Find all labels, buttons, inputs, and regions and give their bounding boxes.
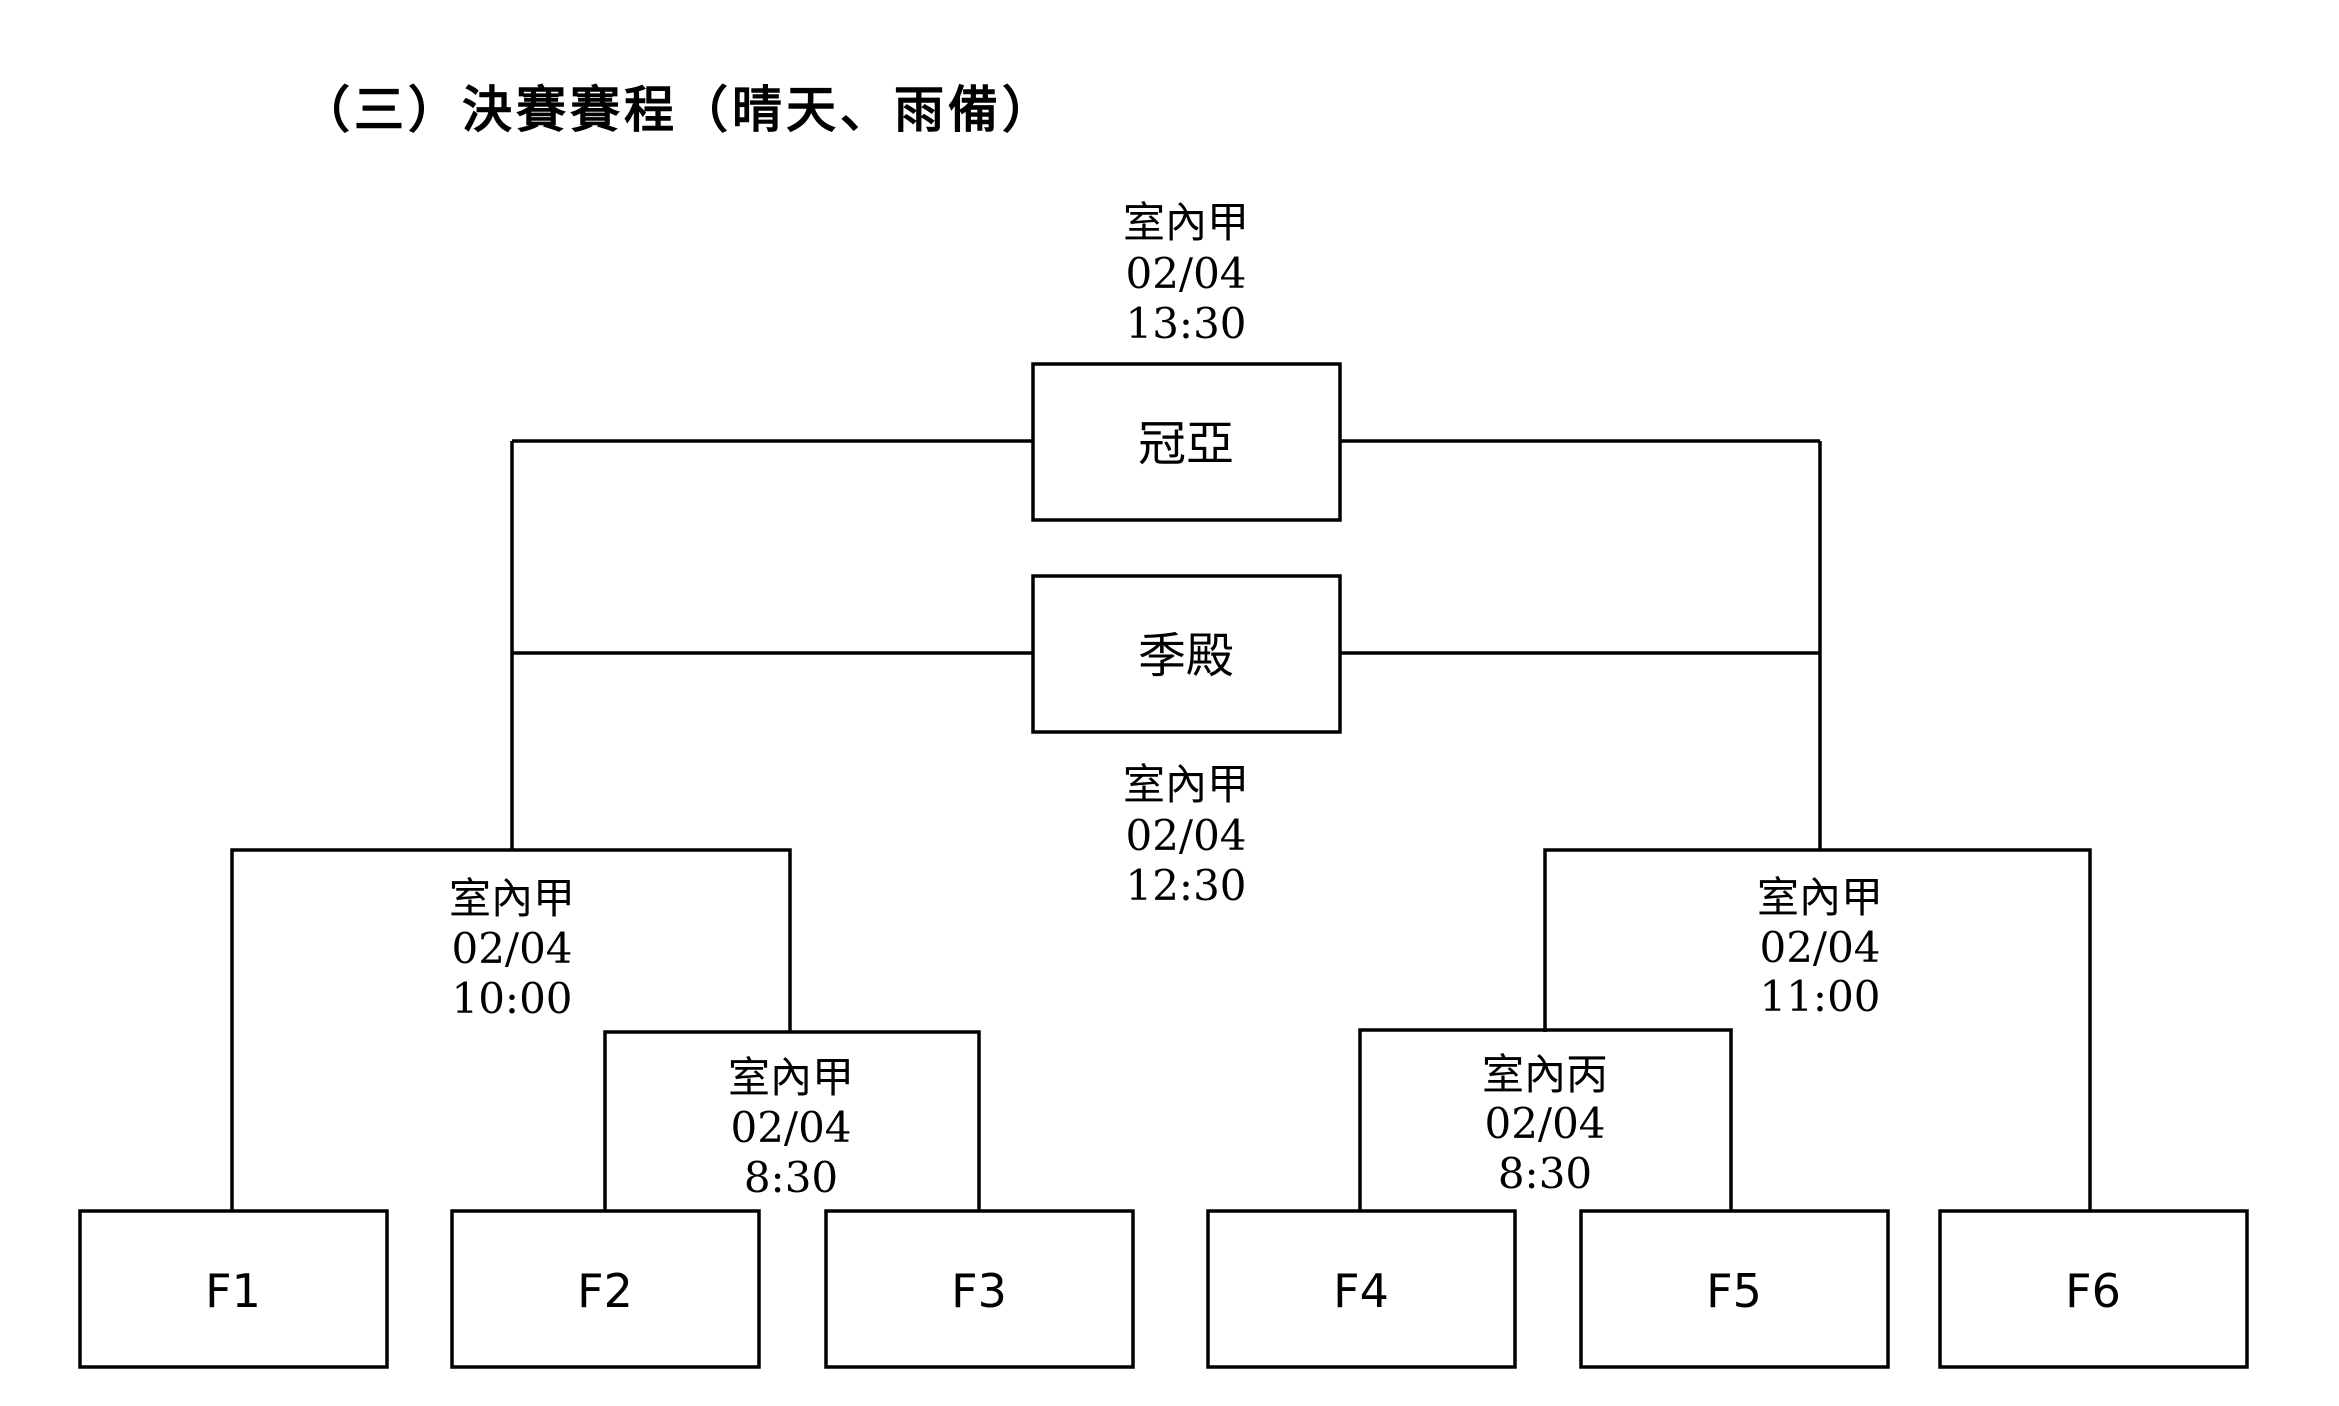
semifinal-left-date: 02/04 bbox=[451, 924, 572, 973]
quarter-right-time: 8:30 bbox=[1498, 1149, 1592, 1198]
team-label-f2: F2 bbox=[577, 1264, 633, 1318]
team-box-f5: F5 bbox=[1579, 1209, 1890, 1369]
left-semifinal-bracket bbox=[230, 848, 792, 1211]
quarter-left-time: 8:30 bbox=[744, 1153, 838, 1202]
third-place-info: 室內甲 02/04 12:30 bbox=[1123, 760, 1249, 910]
quarter-right-date: 02/04 bbox=[1484, 1099, 1605, 1148]
third-place-label: 季殿 bbox=[1138, 628, 1234, 684]
quarter-left-info: 室內甲 02/04 8:30 bbox=[728, 1053, 854, 1202]
third-date: 02/04 bbox=[1125, 811, 1246, 860]
team-label-f6: F6 bbox=[2065, 1264, 2121, 1318]
team-label-f5: F5 bbox=[1706, 1264, 1762, 1318]
quarter-left-date: 02/04 bbox=[730, 1103, 851, 1152]
semifinal-right-date: 02/04 bbox=[1759, 923, 1880, 972]
page-title: （三）決賽賽程（晴天、雨備） bbox=[300, 81, 1056, 139]
team-box-f1: F1 bbox=[78, 1209, 389, 1369]
team-label-f3: F3 bbox=[951, 1264, 1007, 1318]
quarter-right-venue: 室內丙 bbox=[1482, 1050, 1608, 1099]
third-place-box: 季殿 bbox=[1031, 574, 1342, 734]
final-date: 02/04 bbox=[1125, 249, 1246, 298]
final-match-label: 冠亞 bbox=[1138, 416, 1234, 472]
third-venue: 室內甲 bbox=[1123, 760, 1249, 809]
quarter-right-info: 室內丙 02/04 8:30 bbox=[1482, 1050, 1608, 1198]
semifinal-left-venue: 室內甲 bbox=[449, 874, 575, 923]
semifinal-left-time: 10:00 bbox=[451, 974, 572, 1023]
third-time: 12:30 bbox=[1125, 861, 1246, 910]
final-match-box: 冠亞 bbox=[1031, 362, 1342, 522]
final-time: 13:30 bbox=[1125, 299, 1246, 348]
right-quarter-bracket bbox=[1358, 1028, 1733, 1211]
right-semifinal-bracket bbox=[1543, 848, 2092, 1211]
team-box-f6: F6 bbox=[1938, 1209, 2249, 1369]
semifinal-right-venue: 室內甲 bbox=[1757, 873, 1883, 922]
quarter-left-venue: 室內甲 bbox=[728, 1053, 854, 1102]
team-box-f4: F4 bbox=[1206, 1209, 1517, 1369]
bracket-lines bbox=[230, 439, 2092, 1211]
team-box-f2: F2 bbox=[450, 1209, 761, 1369]
team-box-f3: F3 bbox=[824, 1209, 1135, 1369]
semifinal-right-info: 室內甲 02/04 11:00 bbox=[1757, 873, 1883, 1021]
final-match-info: 室內甲 02/04 13:30 bbox=[1123, 198, 1249, 348]
semifinal-left-info: 室內甲 02/04 10:00 bbox=[449, 874, 575, 1023]
left-quarter-bracket bbox=[603, 1030, 981, 1211]
team-label-f4: F4 bbox=[1333, 1264, 1389, 1318]
final-venue: 室內甲 bbox=[1123, 198, 1249, 247]
team-label-f1: F1 bbox=[205, 1264, 261, 1318]
semifinal-right-time: 11:00 bbox=[1759, 972, 1880, 1021]
